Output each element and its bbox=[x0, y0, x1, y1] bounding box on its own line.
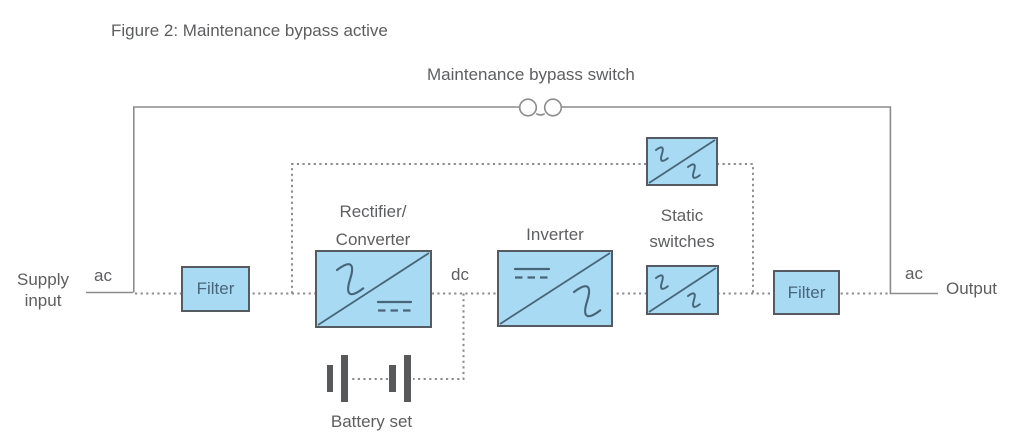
filter-output-box: Filter bbox=[773, 270, 840, 315]
battery-plate-tall bbox=[341, 355, 348, 402]
inverter-box bbox=[497, 250, 613, 327]
ac-output-label: ac bbox=[905, 264, 923, 283]
dc-symbol-icon bbox=[376, 300, 413, 312]
filter-output-label: Filter bbox=[787, 282, 826, 302]
inverter-label: Inverter bbox=[526, 225, 584, 244]
filter-input-box: Filter bbox=[181, 266, 250, 312]
dc-label: dc bbox=[451, 265, 469, 284]
output-label: Output bbox=[946, 279, 998, 298]
rectifier-converter-box bbox=[315, 250, 432, 328]
inverter-symbol bbox=[499, 252, 611, 325]
diagonal-line bbox=[648, 139, 716, 184]
static-switch-symbol bbox=[648, 267, 717, 313]
static-switch-symbol bbox=[648, 139, 716, 184]
bypass-switch-contact-icon bbox=[518, 98, 538, 117]
battery-plate-tall bbox=[404, 355, 411, 402]
battery-plate-short bbox=[327, 365, 333, 392]
static-switches-label: Static switches bbox=[649, 206, 715, 251]
battery-plate-short bbox=[389, 365, 396, 392]
static-switch-bottom-box bbox=[646, 265, 719, 315]
ac-sine-icon bbox=[654, 274, 669, 290]
bypass-switch-contact-icon bbox=[543, 98, 563, 117]
ac-sine-icon bbox=[686, 163, 701, 179]
figure-caption: Figure 2: Maintenance bypass active bbox=[111, 21, 388, 40]
diagonal-line bbox=[648, 267, 717, 313]
diagonal-line bbox=[317, 252, 430, 326]
supply-input-label: Supply input bbox=[17, 270, 69, 311]
battery-set-label: Battery set bbox=[330, 412, 413, 431]
ac-sine-icon bbox=[335, 263, 365, 296]
maintenance-bypass-switch-label: Maintenance bypass switch bbox=[427, 65, 635, 84]
ac-sine-icon bbox=[686, 292, 701, 308]
ac-input-label: ac bbox=[94, 266, 112, 285]
battery-wire bbox=[350, 293, 465, 380]
rectifier-converter-label: Rectifier/ Converter bbox=[335, 202, 411, 249]
bypass-switch-link bbox=[535, 112, 546, 116]
bypass-wire bbox=[133, 106, 938, 295]
static-bypass-wire bbox=[291, 163, 754, 294]
rectifier-symbol bbox=[317, 252, 430, 326]
diagonal-line bbox=[499, 252, 611, 325]
ac-sine-icon bbox=[654, 146, 669, 162]
ac-sine-icon bbox=[572, 285, 602, 318]
dc-symbol-icon bbox=[513, 267, 551, 279]
static-switch-top-box bbox=[646, 137, 718, 186]
filter-input-label: Filter bbox=[196, 279, 235, 298]
